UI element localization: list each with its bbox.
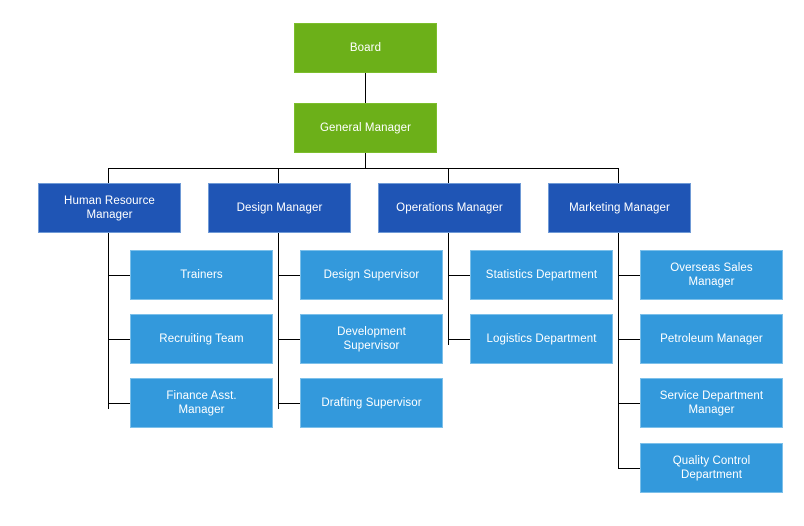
node-label-quality-control-department: Quality Control Department bbox=[672, 455, 751, 481]
connector-spine-operations-manager bbox=[448, 233, 449, 345]
node-label-design-manager: Design Manager bbox=[236, 202, 323, 214]
node-label-service-department-manager: Service Department Manager bbox=[659, 390, 764, 416]
node-label-development-supervisor: Development Supervisor bbox=[337, 326, 406, 352]
connector-drop-marketing-manager bbox=[618, 168, 619, 183]
node-label-marketing-manager: Marketing Manager bbox=[569, 202, 670, 214]
node-overseas-sales-manager[interactable]: Overseas Sales Manager bbox=[640, 250, 783, 300]
node-service-department-manager[interactable]: Service Department Manager bbox=[640, 378, 783, 428]
connector-general-manager-drop bbox=[365, 153, 366, 168]
node-label-trainers: Trainers bbox=[180, 269, 223, 281]
node-label-logistics-department: Logistics Department bbox=[486, 333, 597, 345]
node-trainers[interactable]: Trainers bbox=[130, 250, 273, 300]
connector-stub-design-supervisor bbox=[278, 275, 300, 276]
connector-stub-finance-asst-manager bbox=[108, 403, 130, 404]
node-finance-asst-manager[interactable]: Finance Asst. Manager bbox=[130, 378, 273, 428]
connector-stub-recruiting-team bbox=[108, 339, 130, 340]
node-general-manager[interactable]: General Manager bbox=[294, 103, 437, 153]
node-label-petroleum-manager: Petroleum Manager bbox=[660, 333, 763, 345]
node-label-design-supervisor: Design Supervisor bbox=[323, 269, 420, 281]
node-label-board: Board bbox=[349, 42, 382, 54]
node-logistics-department[interactable]: Logistics Department bbox=[470, 314, 613, 364]
connector-stub-statistics-department bbox=[448, 275, 470, 276]
connector-board-to-general-manager bbox=[365, 73, 366, 103]
node-board[interactable]: Board bbox=[294, 23, 437, 73]
connector-stub-quality-control-department bbox=[618, 468, 640, 469]
connector-spine-design-manager bbox=[278, 233, 279, 409]
connector-spine-human-resource-manager bbox=[108, 233, 109, 409]
connector-stub-logistics-department bbox=[448, 339, 470, 340]
connector-stub-petroleum-manager bbox=[618, 339, 640, 340]
node-label-statistics-department: Statistics Department bbox=[485, 269, 598, 281]
connector-stub-trainers bbox=[108, 275, 130, 276]
node-label-recruiting-team: Recruiting Team bbox=[159, 333, 244, 345]
connector-drop-design-manager bbox=[278, 168, 279, 183]
connector-stub-drafting-supervisor bbox=[278, 403, 300, 404]
node-design-supervisor[interactable]: Design Supervisor bbox=[300, 250, 443, 300]
node-label-human-resource-manager: Human Resource Manager bbox=[64, 195, 155, 221]
node-label-finance-asst-manager: Finance Asst. Manager bbox=[166, 390, 237, 416]
node-operations-manager[interactable]: Operations Manager bbox=[378, 183, 521, 233]
node-human-resource-manager[interactable]: Human Resource Manager bbox=[38, 183, 181, 233]
node-marketing-manager[interactable]: Marketing Manager bbox=[548, 183, 691, 233]
node-drafting-supervisor[interactable]: Drafting Supervisor bbox=[300, 378, 443, 428]
node-statistics-department[interactable]: Statistics Department bbox=[470, 250, 613, 300]
node-label-drafting-supervisor: Drafting Supervisor bbox=[321, 397, 422, 409]
node-label-overseas-sales-manager: Overseas Sales Manager bbox=[670, 262, 753, 288]
node-design-manager[interactable]: Design Manager bbox=[208, 183, 351, 233]
connector-drop-human-resource-manager bbox=[108, 168, 109, 183]
connector-stub-overseas-sales-manager bbox=[618, 275, 640, 276]
connector-spine-marketing-manager bbox=[618, 233, 619, 469]
connector-stub-development-supervisor bbox=[278, 339, 300, 340]
node-label-general-manager: General Manager bbox=[320, 122, 411, 134]
node-recruiting-team[interactable]: Recruiting Team bbox=[130, 314, 273, 364]
node-label-operations-manager: Operations Manager bbox=[396, 202, 503, 214]
connector-stub-service-department-manager bbox=[618, 403, 640, 404]
connector-drop-operations-manager bbox=[448, 168, 449, 183]
node-development-supervisor[interactable]: Development Supervisor bbox=[300, 314, 443, 364]
node-petroleum-manager[interactable]: Petroleum Manager bbox=[640, 314, 783, 364]
node-quality-control-department[interactable]: Quality Control Department bbox=[640, 443, 783, 493]
connector-manager-bus bbox=[108, 168, 619, 169]
